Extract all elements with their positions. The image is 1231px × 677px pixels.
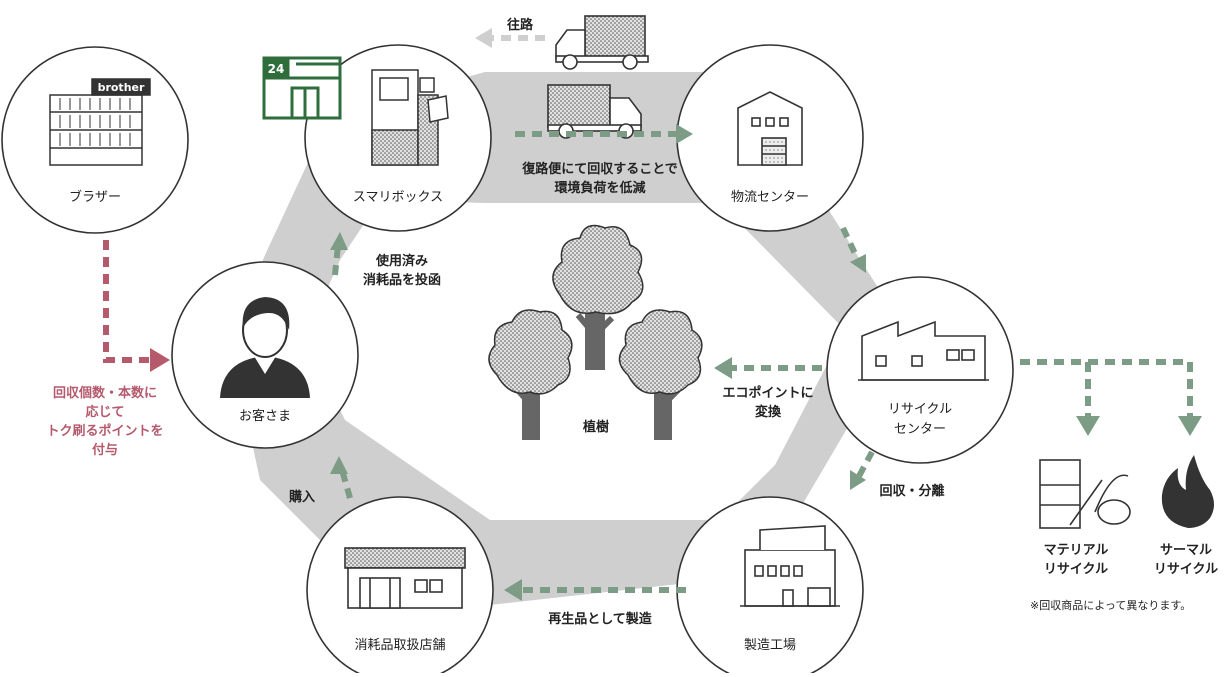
return-label-line1: 復路便にて回収することで [522,162,678,177]
arrow-points [103,240,150,363]
shop-icon [344,547,466,609]
appliance-icon [1039,459,1131,529]
distribution-label: 物流センター [730,190,810,205]
return-label-line2: 環境負荷を低減 [554,181,646,196]
purchase-label: 購入 [288,490,316,505]
arrowhead-eco [714,357,732,379]
arrowhead-points [150,348,170,372]
cycle-band-inner [305,200,845,520]
recycle-factory-icon [858,320,989,381]
manufacture-label: 再生品として製造 [548,612,652,627]
building-icon [49,78,151,166]
recycle-note: ※回収商品によって異なります。 [1030,599,1192,612]
arrowhead-return [676,124,693,144]
material-recycle-line2: リサイクル [1043,562,1109,577]
arrowhead-dist-recycle [850,254,866,273]
truck-bottom-icon [547,84,642,139]
store-24-badge: 24 [268,62,285,76]
tree-icon-group [488,224,703,440]
warehouse-icon [737,91,803,166]
kiosk-icon [371,69,449,166]
planting-label: 植樹 [582,420,610,435]
arrow-recycle-factory [855,450,875,480]
arrow-purchase [339,469,353,499]
arrowhead-deposit [330,232,348,250]
person-icon [220,297,310,398]
store-label: 消耗品取扱店舗 [354,638,446,653]
brother-label: ブラザー [68,190,122,205]
eco-label-line1: エコポイントに [722,386,814,401]
thermal-recycle-line2: リサイクル [1153,562,1219,577]
arrowhead-material [1076,416,1100,436]
arrowhead-recycle-factory [850,470,866,490]
points-label-line2: 応じて [85,405,125,420]
smaribox-label: スマリボックス [352,190,444,205]
tree-icon-left [488,309,573,440]
arrow-dist-recycle [840,226,861,262]
flame-icon [1161,455,1214,528]
points-label-line1: 回収個数・本数に [52,386,158,401]
factory-label: 製造工場 [743,638,797,653]
separate-label: 回収・分離 [879,484,945,499]
arrow-recycle-right [1020,359,1193,418]
recycle-label-line1: リサイクル [887,402,953,417]
arrowhead-outbound [475,28,492,48]
arrowhead-thermal [1178,416,1202,436]
material-recycle-line1: マテリアル [1043,543,1109,558]
deposit-label-line2: 消耗品を投函 [362,273,442,288]
truck-top-icon [555,15,649,70]
deposit-label-line1: 使用済み [375,254,429,269]
factory-icon [740,525,840,607]
brother-logo: brother [98,81,145,94]
outbound-label: 往路 [506,18,534,33]
tree-icon-right [618,309,703,440]
tree-icon-top [552,224,644,370]
points-label-line4: 付与 [91,443,119,458]
thermal-recycle-line1: サーマル [1159,543,1213,558]
arrowhead-purchase [330,456,348,474]
customer-label: お客さま [238,409,292,424]
arrowhead-manufacture [504,579,522,601]
eco-label-line2: 変換 [754,405,782,420]
convenience-store-icon [262,56,342,120]
recycle-label-line2: センター [893,422,947,437]
points-label-line3: トク刷るポイントを [46,424,164,439]
